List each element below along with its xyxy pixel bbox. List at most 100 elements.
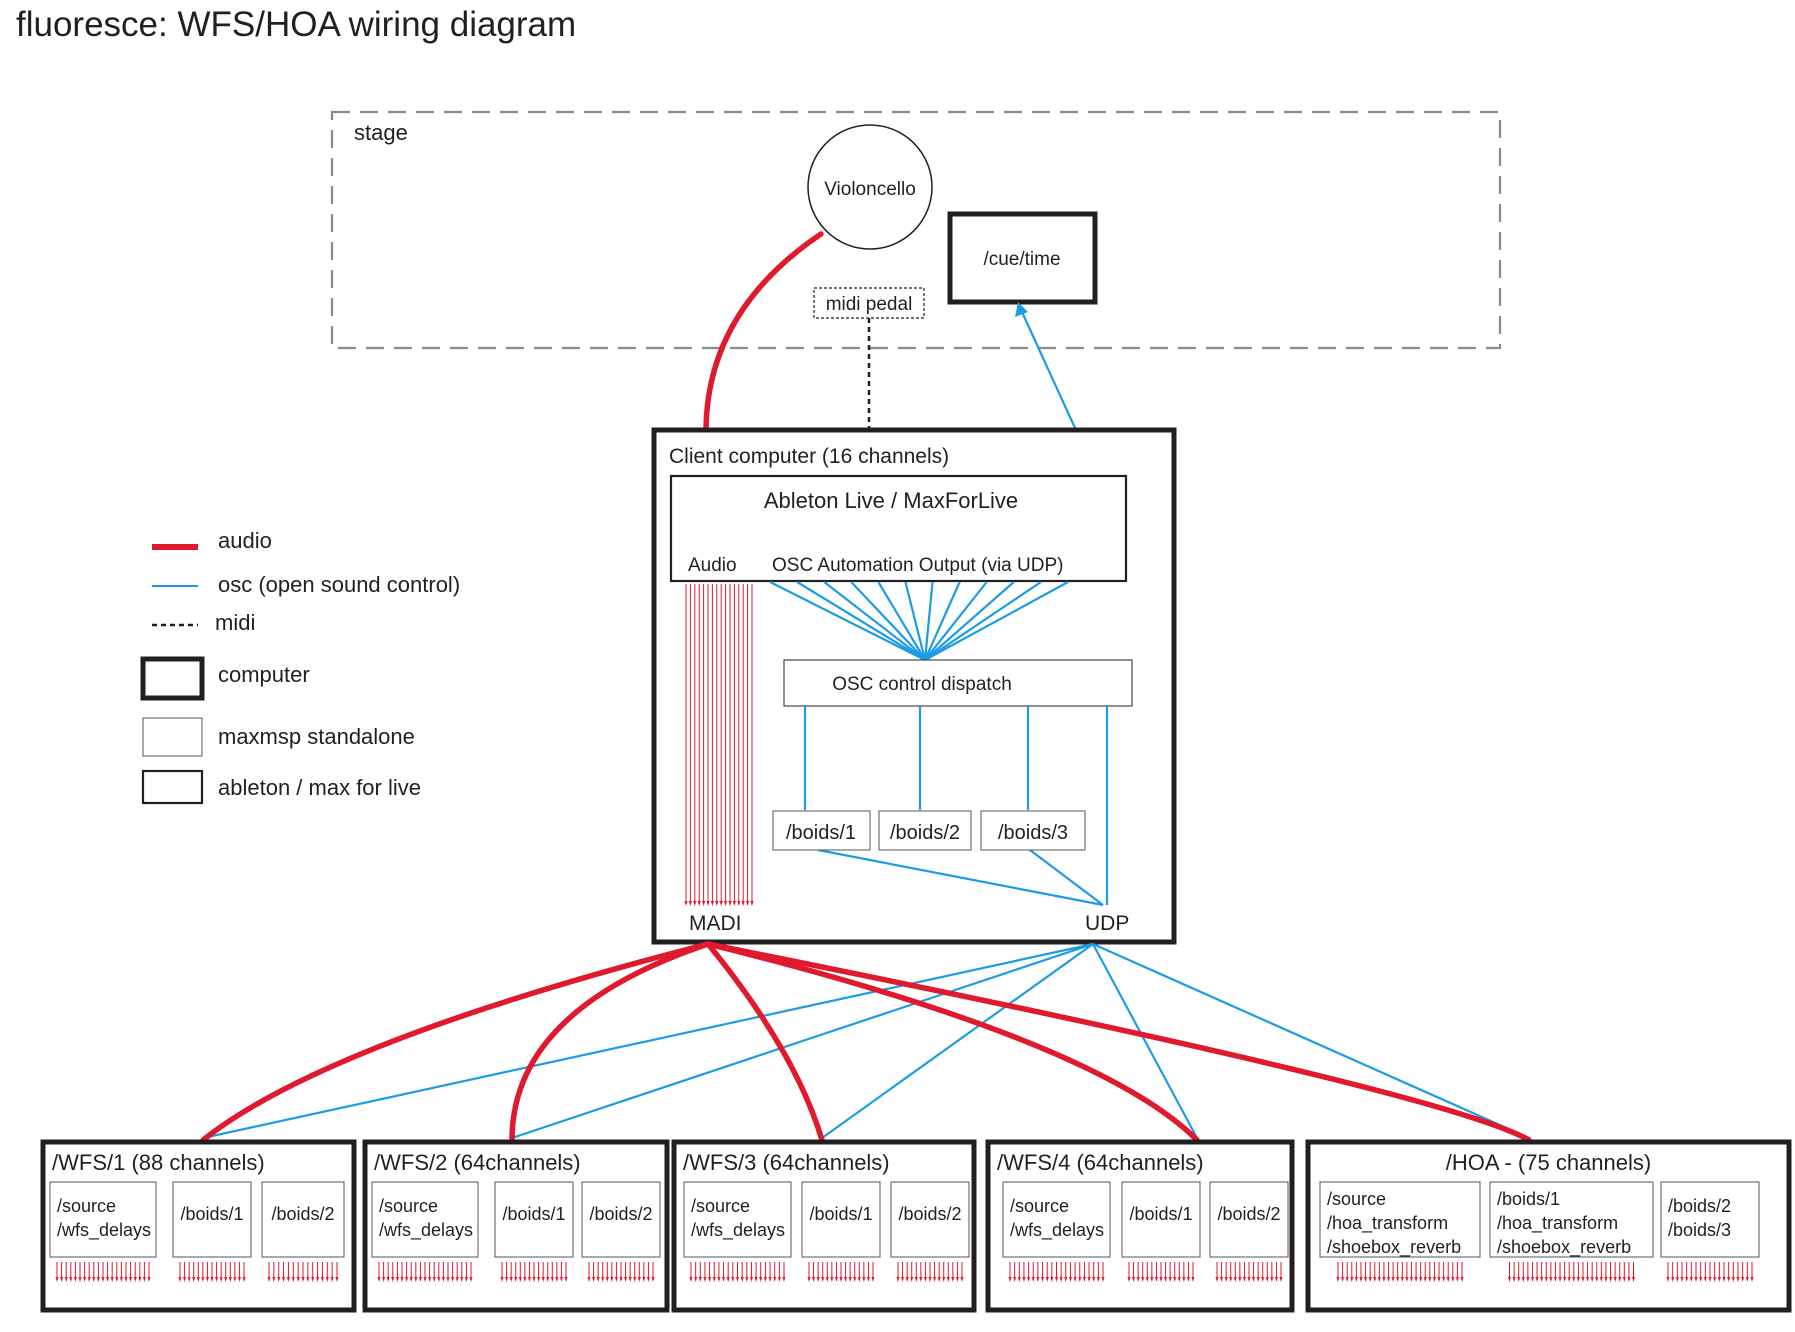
channel-arrow xyxy=(382,1277,386,1282)
output-module: /boids/2 xyxy=(261,1181,345,1282)
channel-arrow xyxy=(1279,1277,1283,1282)
channel-arrow xyxy=(1354,1277,1358,1282)
channel-arrow xyxy=(455,1277,459,1282)
channel-arrow xyxy=(1731,1277,1735,1282)
osc-fan-line xyxy=(877,581,926,661)
module-line: /boids/1 xyxy=(502,1204,565,1224)
channel-arrow xyxy=(546,1277,550,1282)
channel-arrow xyxy=(1699,1277,1703,1282)
output-module: /boids/2 xyxy=(1209,1181,1289,1282)
channel-arrow xyxy=(1517,1277,1521,1282)
channel-arrow xyxy=(1068,1277,1072,1282)
module-line: /hoa_transform xyxy=(1497,1213,1618,1234)
channel-arrow xyxy=(1215,1277,1219,1282)
channel-arrow xyxy=(1451,1277,1455,1282)
channel-arrow xyxy=(330,1277,334,1282)
channel-arrow xyxy=(500,1277,504,1282)
channel-arrow xyxy=(1168,1277,1172,1282)
channel-arrow xyxy=(914,1277,918,1282)
channel-arrow xyxy=(596,1277,600,1282)
audio-channel-arrow xyxy=(684,901,688,906)
client-boids-group: /boids/1 /boids/2 /boids/3 xyxy=(772,810,1086,851)
channel-arrow xyxy=(1535,1277,1539,1282)
channel-arrow xyxy=(1680,1277,1684,1282)
channel-arrow xyxy=(446,1277,450,1282)
channel-arrow xyxy=(777,1277,781,1282)
audio-channel-arrow xyxy=(693,901,697,906)
channel-arrow xyxy=(1736,1277,1740,1282)
channel-arrow xyxy=(745,1277,749,1282)
legend-maxmsp-label: maxmsp standalone xyxy=(218,724,415,749)
channel-arrow xyxy=(1368,1277,1372,1282)
channel-arrow xyxy=(296,1277,300,1282)
channel-arrow xyxy=(133,1277,137,1282)
channel-arrow xyxy=(78,1277,82,1282)
channel-arrow xyxy=(1460,1277,1464,1282)
channel-arrow xyxy=(96,1277,100,1282)
madi-distribution-lines xyxy=(200,941,1532,1143)
channel-arrow xyxy=(1409,1277,1413,1282)
osc-fan-line xyxy=(823,581,926,661)
channel-arrow xyxy=(1159,1277,1163,1282)
channel-arrow xyxy=(1387,1277,1391,1282)
channel-arrow xyxy=(55,1277,59,1282)
channel-arrow xyxy=(698,1277,702,1282)
channel-arrow xyxy=(219,1277,223,1282)
channel-arrow xyxy=(1632,1277,1635,1282)
channel-arrow xyxy=(1549,1277,1553,1282)
channel-arrow xyxy=(386,1277,390,1282)
channel-arrow xyxy=(834,1277,838,1282)
legend-osc-label: osc (open sound control) xyxy=(218,572,460,597)
channel-arrow xyxy=(550,1277,554,1282)
module-line: /boids/2 xyxy=(1668,1196,1731,1216)
output-module: /source/hoa_transform/shoebox_reverb xyxy=(1319,1181,1481,1282)
channel-arrow xyxy=(514,1277,518,1282)
channel-arrow xyxy=(955,1277,959,1282)
client-boids-2: /boids/2 xyxy=(890,822,960,844)
channel-arrow xyxy=(1685,1277,1689,1282)
osc-fan-line xyxy=(924,581,1069,661)
channel-arrow xyxy=(437,1277,441,1282)
channel-arrow xyxy=(816,1277,820,1282)
channel-arrow xyxy=(1045,1277,1049,1282)
module-line: /hoa_transform xyxy=(1327,1213,1448,1234)
channel-arrow xyxy=(1618,1277,1622,1282)
audio-channel-arrow xyxy=(719,901,723,906)
legend-audio-label: audio xyxy=(218,528,272,553)
channel-arrow xyxy=(1336,1277,1340,1282)
channel-arrow xyxy=(564,1277,568,1282)
channel-arrow xyxy=(1671,1277,1675,1282)
cello-audio-cable xyxy=(703,231,824,431)
channel-arrow xyxy=(1713,1277,1717,1282)
channel-arrow xyxy=(610,1277,614,1282)
module-line: /wfs_delays xyxy=(379,1220,473,1241)
channel-arrow xyxy=(942,1277,946,1282)
channel-arrow xyxy=(325,1277,329,1282)
audio-channel-arrow xyxy=(737,901,741,906)
channel-arrow xyxy=(736,1277,739,1282)
output-module: /source/wfs_delays xyxy=(49,1181,157,1282)
channel-arrow xyxy=(848,1277,852,1282)
output-module: /boids/2/boids/3 xyxy=(1660,1181,1760,1282)
channel-arrow xyxy=(830,1277,834,1282)
channel-arrow xyxy=(646,1277,650,1282)
channel-arrow xyxy=(60,1277,64,1282)
module-line: /source xyxy=(691,1196,750,1216)
channel-arrow xyxy=(763,1277,767,1282)
channel-arrow xyxy=(821,1277,825,1282)
output-module: /boids/2 xyxy=(581,1181,661,1282)
channel-arrow xyxy=(1414,1277,1418,1282)
output-title: /WFS/1 (88 channels) xyxy=(52,1150,265,1175)
channel-arrow xyxy=(541,1277,545,1282)
channel-arrow xyxy=(1064,1277,1068,1282)
channel-arrow xyxy=(1604,1277,1608,1282)
module-line: /boids/2 xyxy=(589,1204,652,1224)
channel-arrow xyxy=(1101,1277,1105,1282)
channel-arrow xyxy=(1073,1277,1077,1282)
channel-arrow xyxy=(286,1277,290,1282)
channel-arrow xyxy=(1419,1277,1423,1282)
channel-arrow xyxy=(1136,1277,1140,1282)
channel-arrow xyxy=(192,1277,196,1282)
channel-arrow xyxy=(451,1277,455,1282)
midi-pedal-label: midi pedal xyxy=(826,294,913,315)
